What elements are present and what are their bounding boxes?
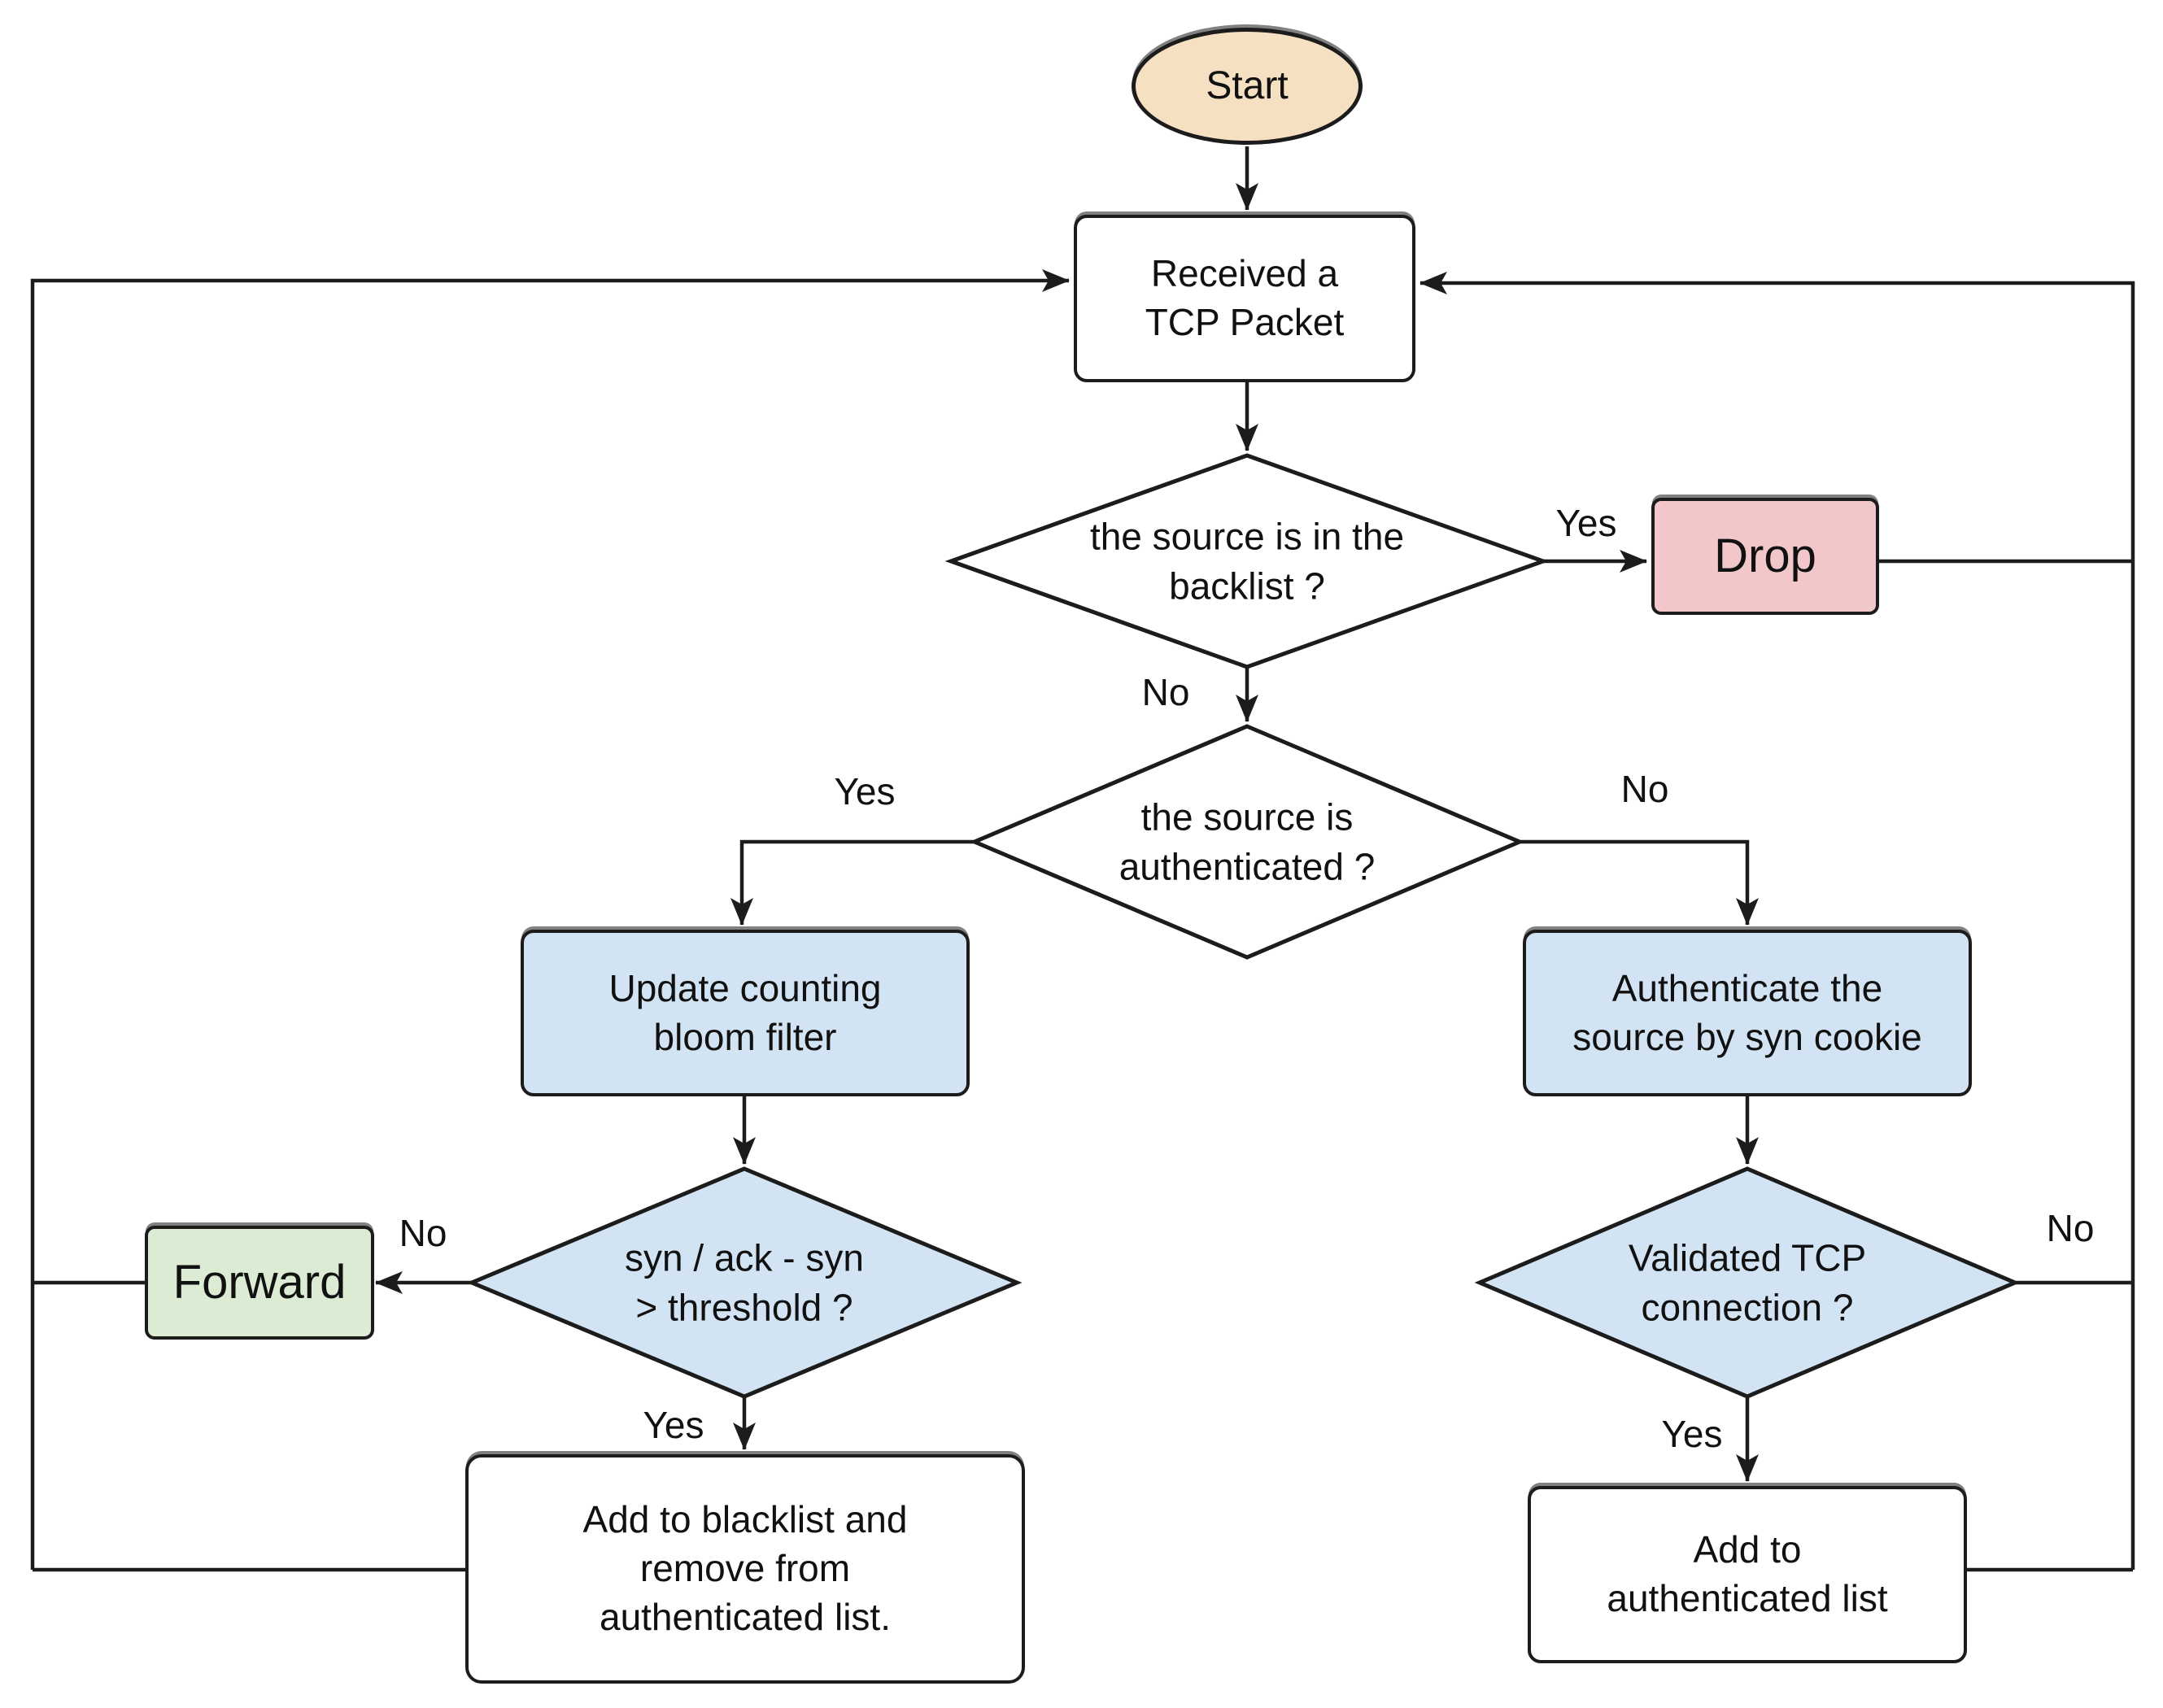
drop-label: Drop: [1714, 529, 1816, 583]
start-terminator: Start: [1132, 28, 1363, 145]
drop-box: Drop: [1651, 498, 1879, 615]
edge-left-loop-to-received: [30, 269, 1070, 1570]
label-threshold-no: No: [399, 1212, 447, 1254]
label-validated-yes: Yes: [1661, 1413, 1723, 1455]
auth-source-label: Authenticate the source by syn cookie: [1572, 966, 1922, 1058]
edge-auth-no-to-auth-source: [1520, 839, 1759, 926]
start-label: Start: [1206, 63, 1289, 107]
add-to-authenticated-box: Add to authenticated list: [1528, 1486, 1967, 1663]
add-to-blacklist-box: Add to blacklist and remove from authent…: [465, 1454, 1025, 1684]
add-blacklist-label: Add to blacklist and remove from authent…: [582, 1498, 908, 1638]
add-authenticated-label: Add to authenticated list: [1607, 1528, 1888, 1619]
label-threshold-yes: Yes: [643, 1404, 704, 1446]
auth-check-diamond-text: the source is authenticated ?: [1119, 795, 1376, 887]
threshold-check-diamond-text: syn / ack - syn > threshold ?: [625, 1236, 864, 1328]
blacklist-check-diamond-text: the source is in the backlist ?: [1089, 515, 1405, 607]
validated-check-diamond-shape: [1474, 1166, 2021, 1399]
update-bloom-filter-box: Update counting bloom filter: [521, 930, 970, 1096]
edge-right-loop-to-received: [1419, 272, 2135, 1570]
authenticate-source-box: Authenticate the source by syn cookie: [1523, 930, 1972, 1096]
update-bloom-label: Update counting bloom filter: [608, 966, 882, 1058]
label-blacklist-yes: Yes: [1555, 502, 1617, 544]
forward-label: Forward: [172, 1256, 347, 1309]
edge-auth-yes-to-update-bloom: [730, 839, 975, 926]
label-blacklist-no: No: [1141, 671, 1190, 713]
validated-check-diamond-text: Validated TCP connection ?: [1628, 1236, 1867, 1328]
forward-box: Forward: [145, 1226, 374, 1340]
received-tcp-packet-box: Received a TCP Packet: [1074, 215, 1415, 382]
label-auth-yes: Yes: [834, 770, 896, 813]
label-validated-no: No: [2046, 1207, 2095, 1249]
threshold-check-diamond-shape: [466, 1166, 1023, 1399]
label-auth-no: No: [1620, 768, 1669, 810]
received-label: Received a TCP Packet: [1145, 252, 1345, 343]
blacklist-check-diamond-shape: [944, 453, 1550, 669]
auth-check-diamond-shape: [969, 724, 1525, 960]
